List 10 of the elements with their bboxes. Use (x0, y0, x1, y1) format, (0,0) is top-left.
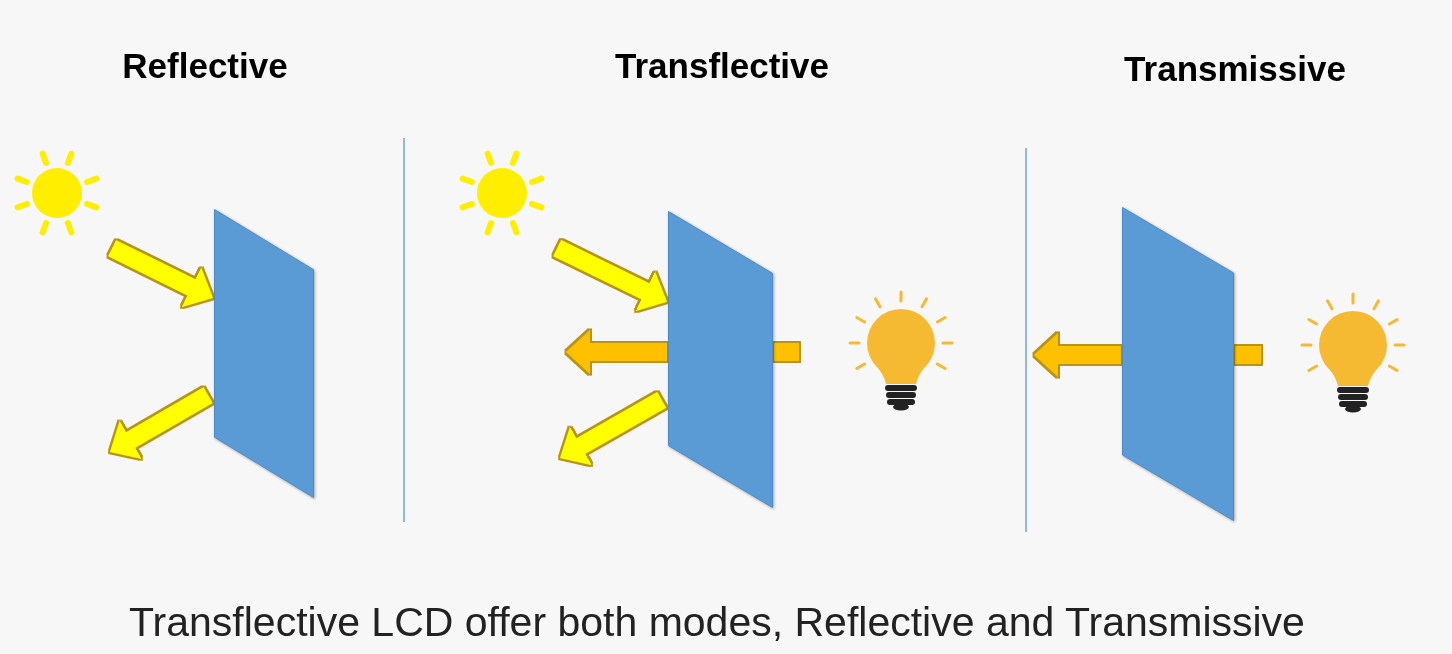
caption: Transflective LCD offer both modes, Reflective and Transmissive (129, 599, 1305, 647)
display-panel (668, 211, 773, 508)
heading: Transflective (615, 46, 829, 87)
display-panel (214, 209, 314, 498)
display-panel (1122, 207, 1234, 521)
arrow (560, 392, 667, 466)
arrow (566, 330, 667, 374)
heading: Transmissive (1124, 49, 1346, 90)
heading: Reflective (122, 46, 288, 87)
arrow (1034, 333, 1121, 377)
